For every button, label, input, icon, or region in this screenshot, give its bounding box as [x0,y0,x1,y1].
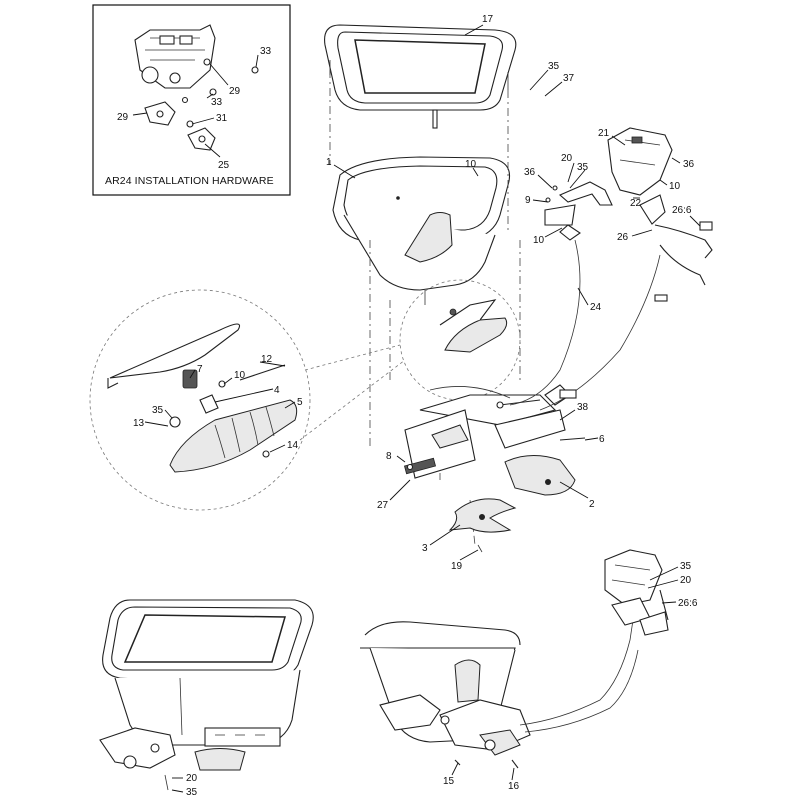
callout-36: 36 [683,159,695,170]
callout-20: 20 [561,153,573,164]
assembled-spreader-view [99,599,314,791]
callout-35: 35 [577,162,589,173]
inset-bracket-illustration [134,24,259,151]
callout-5: 5 [297,397,303,408]
callout-35: 35 [186,787,198,798]
callout-16: 16 [508,781,520,792]
inset-callout-29b: 29 [117,112,129,123]
callout-19: 19 [451,561,463,572]
frame-assembly [403,384,586,496]
callout-10: 10 [669,181,681,192]
callout-10: 10 [533,235,545,246]
callout-labels: 17 35 37 21 1 10 20 36 35 36 10 9 22 10 … [133,14,698,798]
callout-15: 15 [443,776,455,787]
inset-callout-33a: 33 [260,46,272,57]
callout-2: 2 [589,499,595,510]
inset-installation-hardware: 33 29 33 29 31 25 AR24 INSTALLATION HARD… [92,4,291,196]
inset-callout-31: 31 [216,113,228,124]
callout-4: 4 [274,385,280,396]
inset-callout-29a: 29 [229,86,241,97]
hopper-part [332,156,511,305]
callout-38: 38 [577,402,589,413]
lid-part [324,24,517,129]
callout-9: 9 [525,195,531,206]
callout-35: 35 [680,561,692,572]
detail-magnifier [89,279,521,511]
callout-21: 21 [598,128,610,139]
callout-17: 17 [482,14,494,25]
installed-view [360,549,669,769]
spinner-part [448,498,517,553]
callout-26: 26 [617,232,629,243]
inset-leader-lines [132,54,259,158]
callout-10: 10 [465,159,477,170]
inset-title: AR24 INSTALLATION HARDWARE [105,175,274,187]
callout-1: 1 [326,157,332,168]
callout-12: 12 [261,354,273,365]
callout-6: 6 [599,434,605,445]
callout-35: 35 [548,61,560,72]
callout-26-6: 26:6 [678,598,698,609]
callout-24: 24 [590,302,602,313]
callout-13: 13 [133,418,145,429]
callout-7: 7 [197,364,203,375]
callout-35: 35 [152,405,164,416]
callout-3: 3 [422,543,428,554]
callout-37: 37 [563,73,575,84]
callout-8: 8 [386,451,392,462]
callout-20: 20 [680,575,692,586]
callout-22: 22 [630,198,642,209]
inset-callout-33b: 33 [211,97,223,108]
callout-10: 10 [234,370,246,381]
callout-26-6: 26:6 [672,205,692,216]
callout-20: 20 [186,773,198,784]
leader-lines [144,24,701,793]
callout-27: 27 [377,500,389,511]
callout-36: 36 [524,167,536,178]
callout-14: 14 [287,440,299,451]
inset-callout-25: 25 [218,160,230,171]
